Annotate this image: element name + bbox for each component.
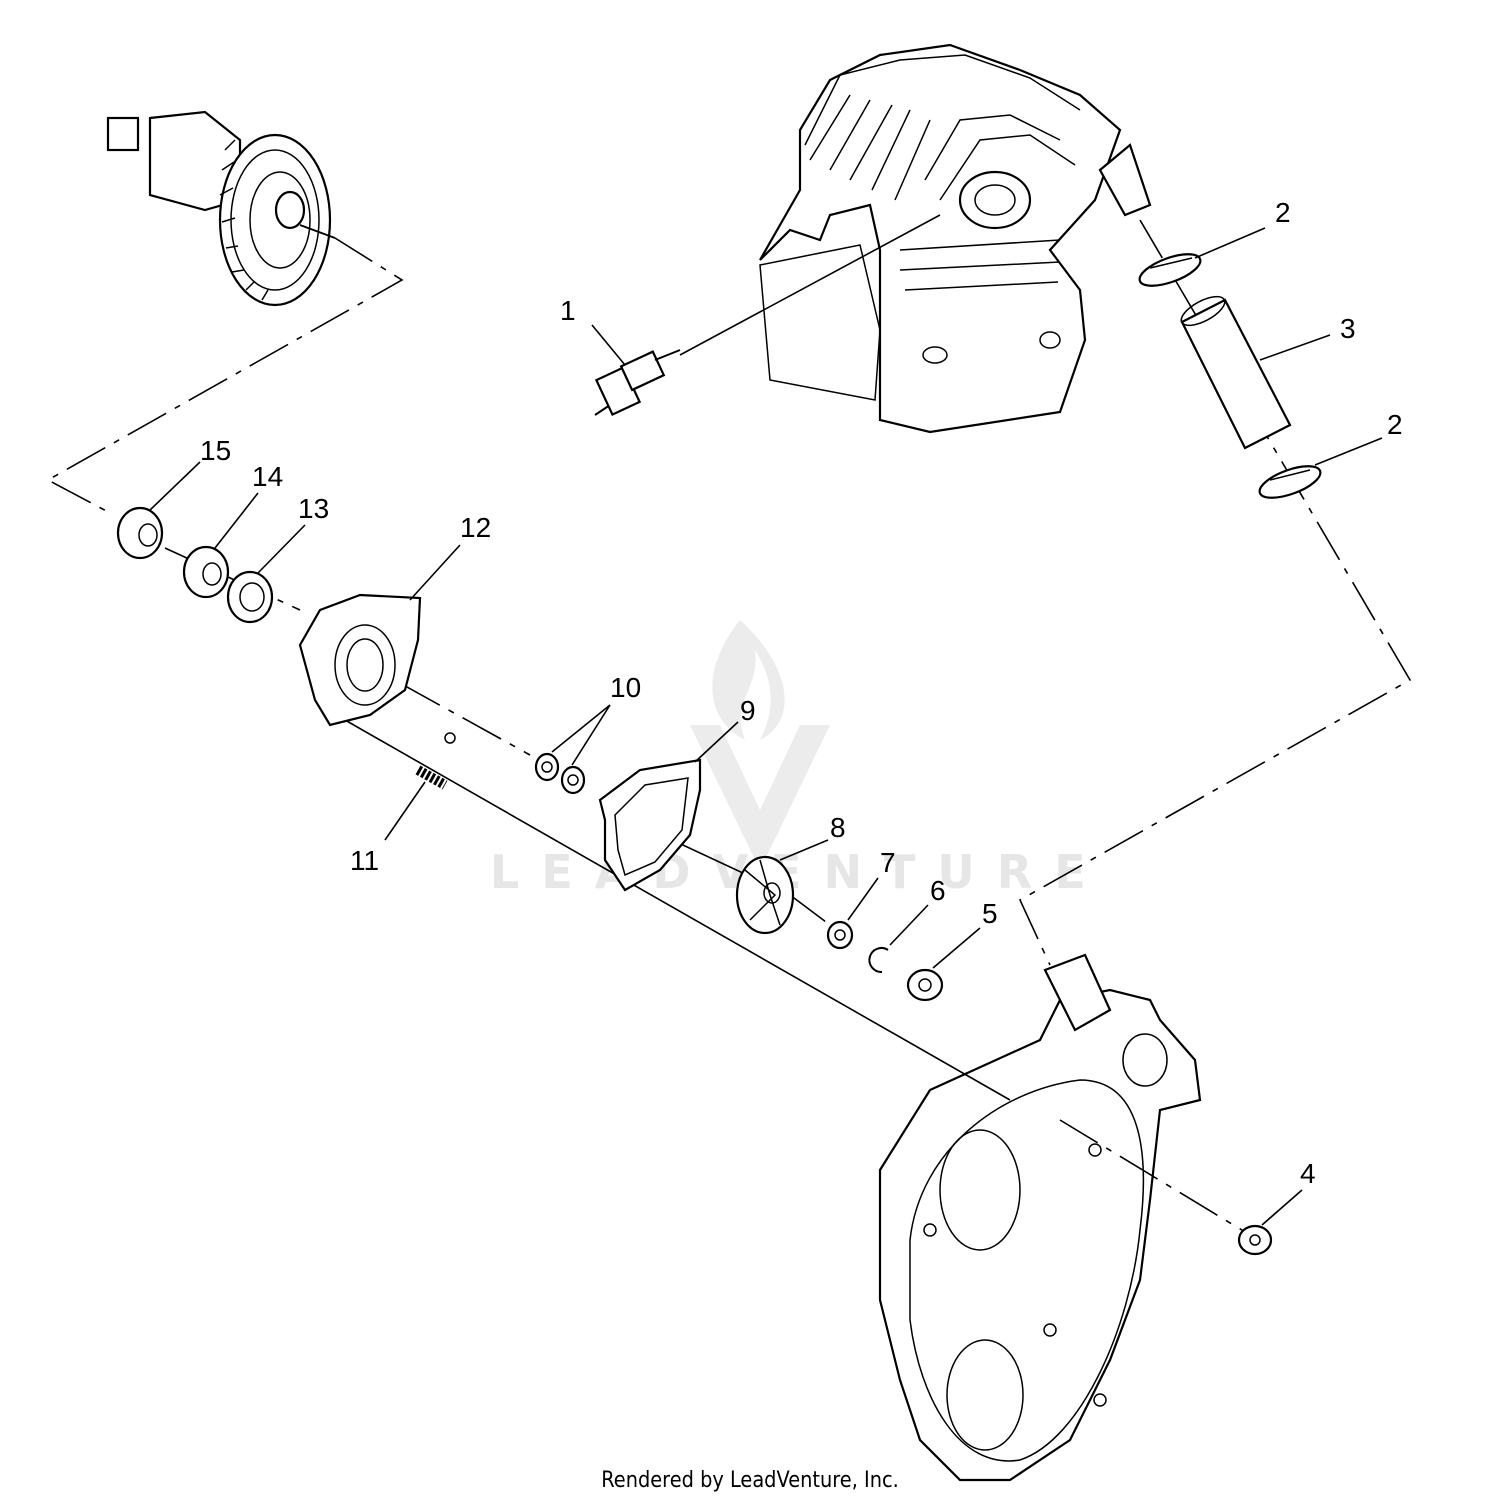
part-15-bearing [116,506,164,560]
callout-2-upper: 2 [1275,197,1291,228]
callout-5: 5 [982,898,998,929]
callout-9: 9 [740,695,756,726]
callout-13: 13 [298,493,329,524]
cylinder-head [759,43,1152,434]
watermark-text: LEADVENTURE [490,845,1108,899]
assembly-lines [46,214,1412,1236]
leadventure-watermark: LEADVENTURE [490,620,1108,899]
callout-6: 6 [930,875,946,906]
part-12-pump-housing [298,593,456,744]
part-7-washer [826,920,854,950]
callout-4: 4 [1300,1158,1316,1189]
crankcase-cover [878,953,1202,1482]
camshaft-gear-assembly [106,110,336,307]
callout-2-lower: 2 [1387,409,1403,440]
part-2-hose-clamp-lower [1258,465,1322,499]
part-8-impeller [735,855,795,935]
callout-11: 11 [350,845,379,876]
part-9-gasket [598,758,702,892]
callout-10: 10 [610,672,641,703]
callout-12: 12 [460,512,491,543]
part-11-stud [415,765,448,790]
part-3-coolant-hose [1180,295,1292,450]
callout-14: 14 [252,461,283,492]
callouts: 1 2 2 3 4 5 6 7 8 9 10 11 12 13 14 15 [149,197,1403,1226]
callout-3: 3 [1340,313,1356,344]
callout-15: 15 [200,435,231,466]
part-6-circlip [868,947,889,974]
part-1-temperature-sensor [594,349,681,417]
part-10-oil-seals [534,752,586,795]
part-5-impeller-nut [906,968,944,1002]
part-14-bearing [182,545,230,599]
part-2-hose-clamp-upper [1138,253,1202,287]
callout-1: 1 [560,295,576,326]
footer-credit: Rendered by LeadVenture, Inc. [601,1468,899,1493]
callout-7: 7 [880,847,896,878]
callout-8: 8 [830,812,846,843]
part-13-oil-seal [226,570,274,624]
part-4-nut [1237,1224,1273,1256]
